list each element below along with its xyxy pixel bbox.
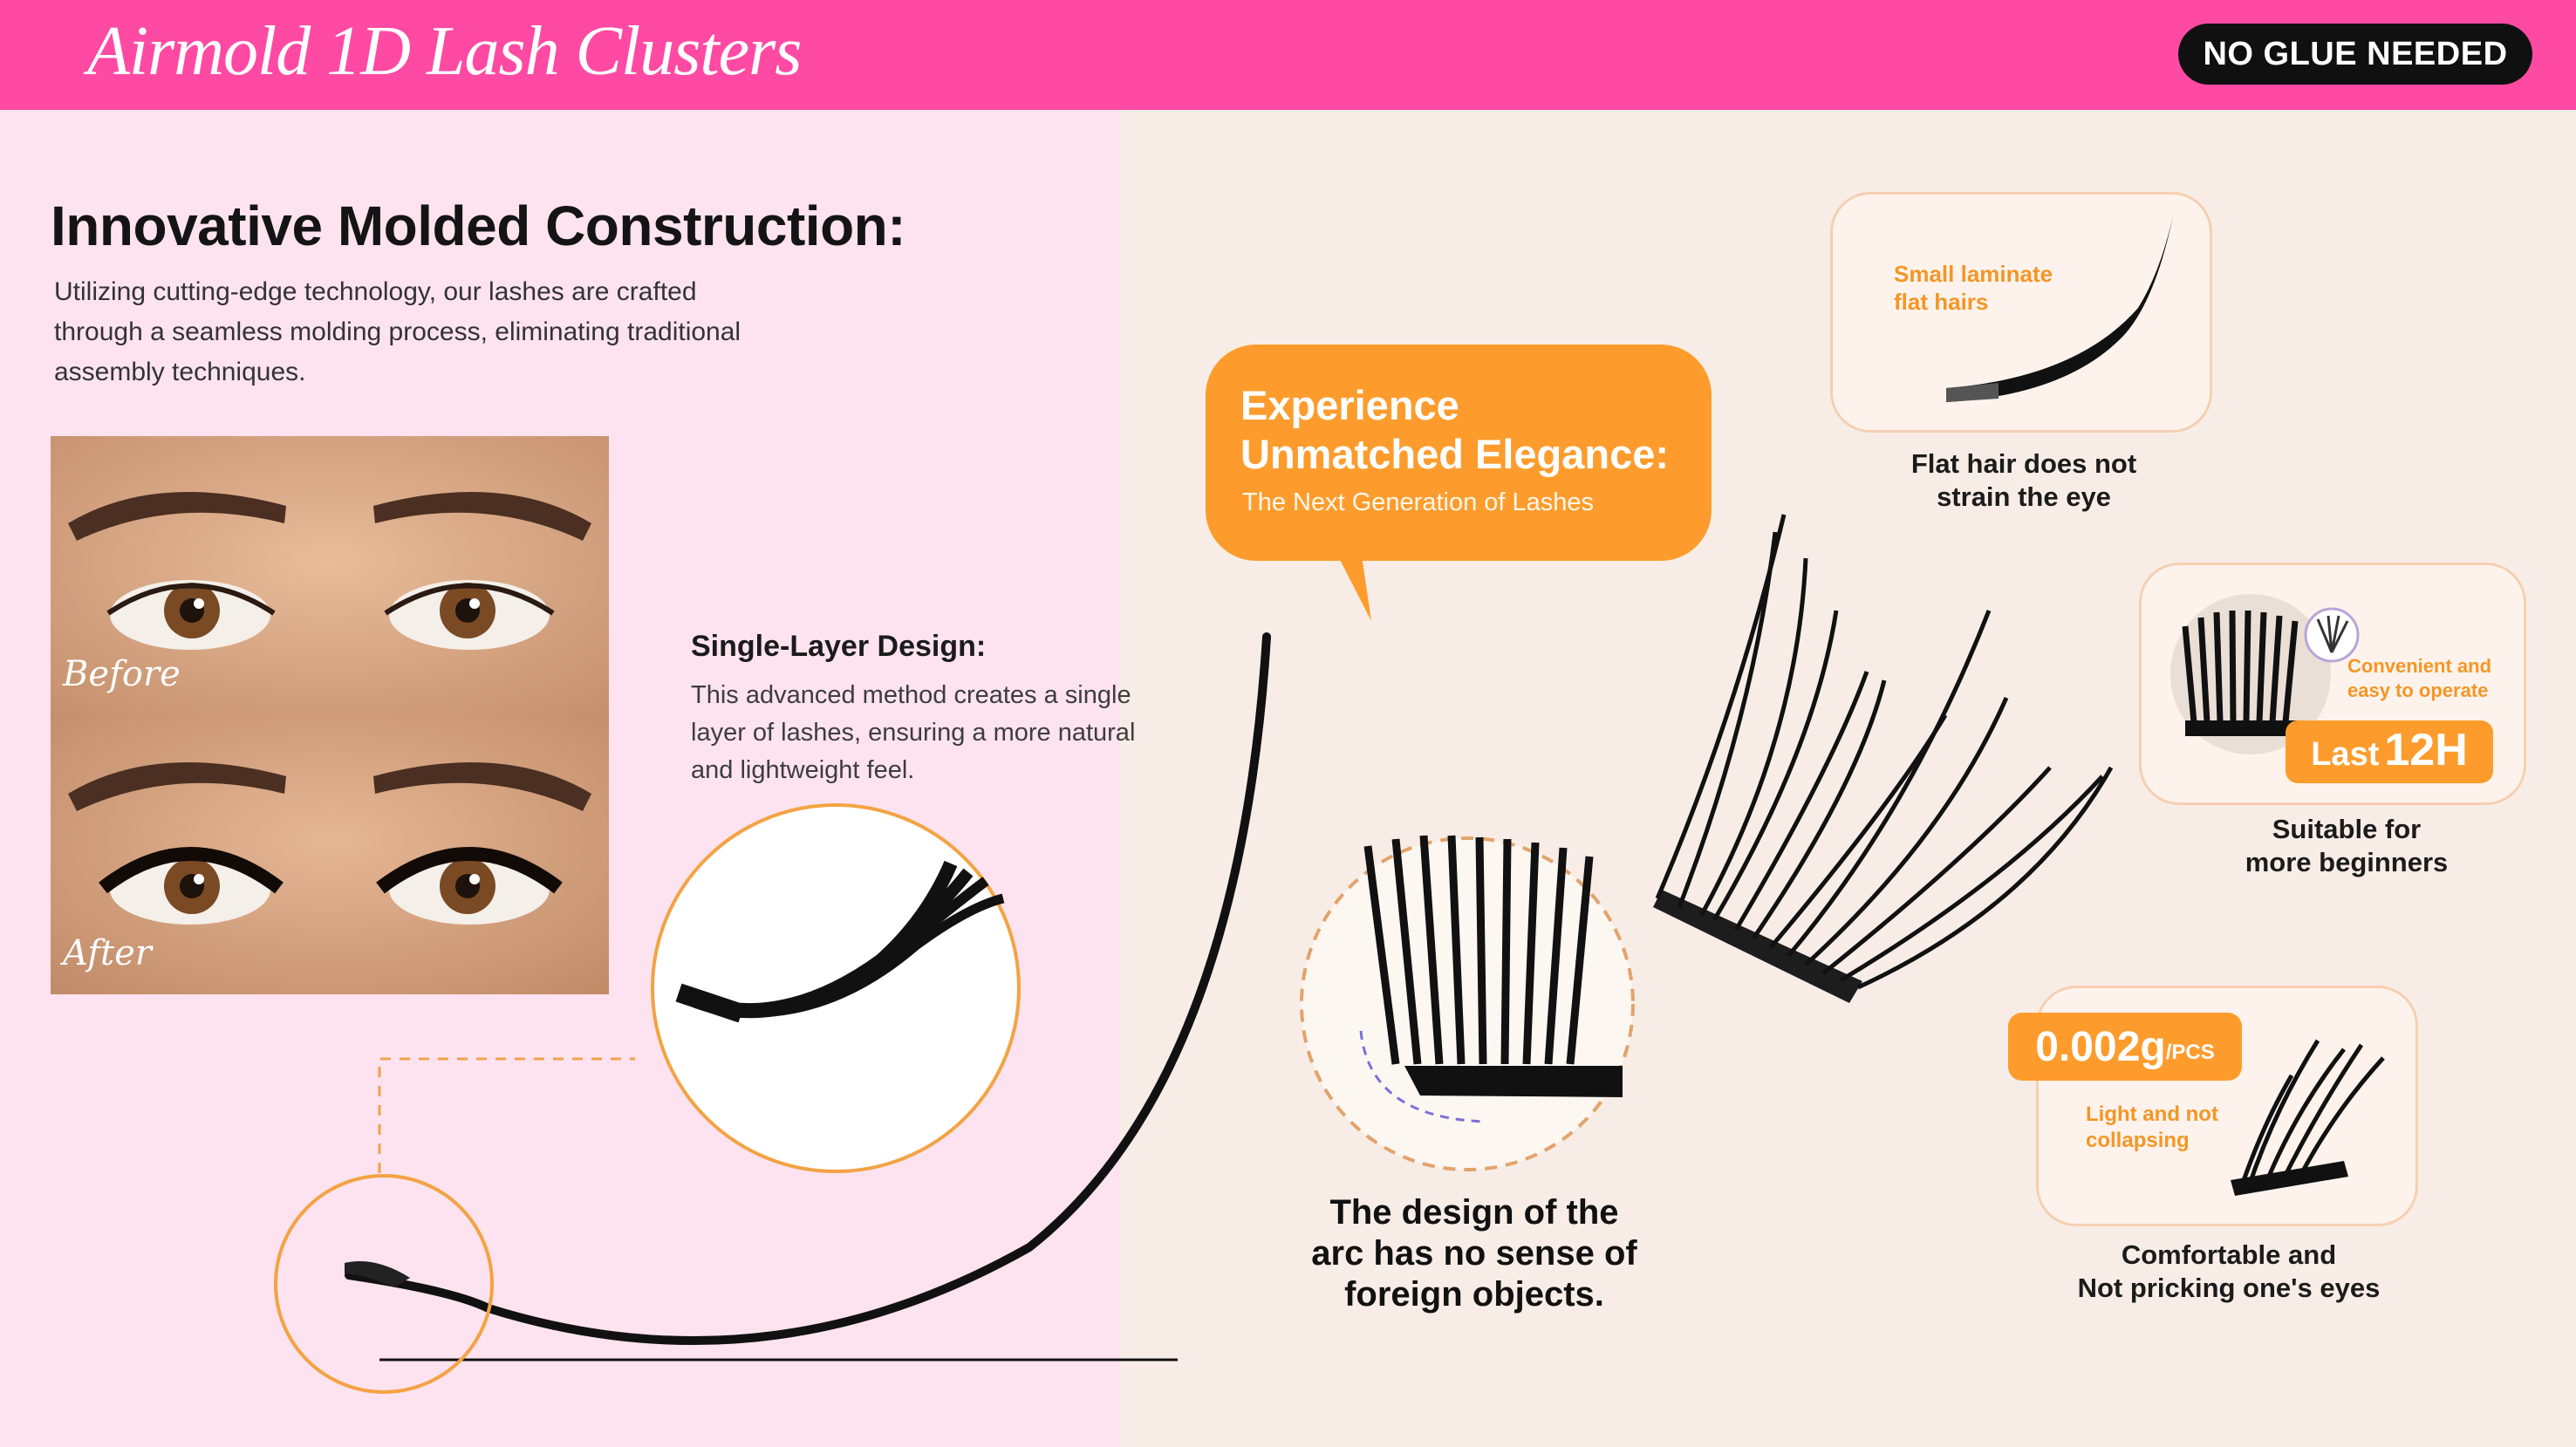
brand-title: Airmold 1D Lash Clusters (87, 13, 802, 90)
beginner-label: Convenient and easy to operate (2347, 654, 2491, 703)
beginner-label-line: Convenient and (2347, 655, 2492, 677)
arc-caption-line: arc has no sense of (1311, 1234, 1637, 1273)
weight-unit: /PCS (2165, 1041, 2215, 1064)
beginner-caption-line: Suitable for (2272, 814, 2422, 844)
bubble-tail (1335, 549, 1371, 621)
weight-caption: Comfortable and Not pricking one's eyes (2033, 1239, 2425, 1305)
intro-line: through a seamless molding process, elim… (54, 317, 741, 346)
flat-hairs-caption-line: Flat hair does not (1910, 448, 2137, 479)
bubble-line-1: Experience (1240, 382, 1459, 428)
last-prefix: Last (2311, 736, 2380, 773)
lash-cluster-illustration (1653, 514, 2114, 1003)
header-bar (0, 0, 2576, 110)
before-after-photo: Before After (51, 436, 609, 994)
beginner-label-line: easy to operate (2347, 679, 2489, 701)
small-magnifier-circle (274, 1174, 494, 1394)
weight-value: 0.002g (2035, 1023, 2166, 1070)
flat-hairs-caption-line: strain the eye (1937, 481, 2111, 512)
after-eyes-illustration (51, 715, 609, 994)
no-glue-badge: NO GLUE NEEDED (2178, 24, 2532, 85)
lash-base-tip (345, 1261, 410, 1287)
flat-hairs-card: Small laminate flat hairs (1830, 192, 2212, 433)
flat-hairs-label-line: Small laminate (1894, 261, 2053, 287)
weight-label-line: Light and not (2086, 1102, 2218, 1126)
elegance-bubble: Experience Unmatched Elegance: The Next … (1206, 345, 1712, 561)
weight-label: Light and not collapsing (2086, 1102, 2218, 1154)
long-lash-curve (345, 632, 1271, 1345)
flat-hairs-label: Small laminate flat hairs (1894, 260, 2053, 316)
after-photo: After (51, 715, 609, 994)
lash-strip-icon (2170, 594, 2360, 754)
single-layer-title: Single-Layer Design: (691, 630, 987, 663)
cluster-lash-icon (2231, 1039, 2385, 1196)
dashed-connector (378, 1057, 635, 1173)
flat-lash-icon (1946, 216, 2173, 402)
before-eyes-illustration (51, 436, 609, 715)
single-layer-line: and lightweight feel. (691, 756, 915, 784)
intro-line: assembly techniques. (54, 358, 306, 386)
weight-label-line: collapsing (2086, 1129, 2190, 1152)
intro-line: Utilizing cutting-edge technology, our l… (54, 277, 697, 306)
last-12h-tag: Last 12H (2286, 720, 2493, 783)
weight-caption-line: Not pricking one's eyes (2077, 1273, 2381, 1303)
arc-caption-line: foreign objects. (1344, 1275, 1604, 1314)
single-layer-line: This advanced method creates a single (691, 681, 1131, 709)
single-layer-line: layer of lashes, ensuring a more natural (691, 719, 1136, 747)
before-photo: Before (51, 436, 609, 715)
intro-text: Utilizing cutting-edge technology, our l… (54, 272, 892, 392)
beginner-caption: Suitable for more beginners (2190, 813, 2504, 879)
beginner-caption-line: more beginners (2245, 847, 2449, 877)
arc-lash-icon (1359, 835, 1623, 1123)
section-title: Innovative Molded Construction: (51, 195, 906, 257)
after-label: After (63, 933, 152, 973)
single-layer-lash-icon (675, 860, 1005, 1023)
before-label: Before (63, 654, 181, 694)
weight-caption-line: Comfortable and (2121, 1239, 2337, 1270)
last-value: 12H (2384, 725, 2468, 775)
arc-caption: The design of the arc has no sense of fo… (1256, 1192, 1692, 1315)
arc-caption-line: The design of the (1329, 1193, 1619, 1232)
bubble-line-2: Unmatched Elegance: (1240, 431, 1670, 477)
bubble-subtitle: The Next Generation of Lashes (1242, 488, 1595, 516)
weight-tag: 0.002g /PCS (2008, 1013, 2242, 1081)
flat-hairs-label-line: flat hairs (1894, 289, 1989, 315)
flat-hairs-caption: Flat hair does not strain the eye (1867, 447, 2181, 514)
single-layer-text: This advanced method creates a single la… (691, 677, 1179, 789)
